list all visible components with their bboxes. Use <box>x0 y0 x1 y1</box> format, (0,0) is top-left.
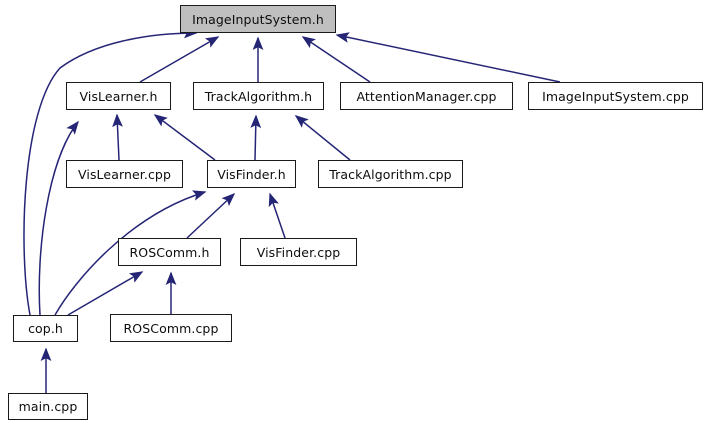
node-visfinder-h[interactable]: VisFinder.h <box>207 160 296 188</box>
node-trackalgorithm-cpp[interactable]: TrackAlgorithm.cpp <box>318 160 463 188</box>
node-attentionmanager-cpp[interactable]: AttentionManager.cpp <box>340 82 513 110</box>
edge-vislearner-cpp-to-vislearner-h <box>112 113 123 161</box>
node-label: AttentionManager.cpp <box>356 88 497 104</box>
edge-visfinder-h-to-vislearner-h <box>153 114 216 161</box>
edge-cop-h-to-vislearner-h <box>38 120 79 316</box>
node-imageinputsystem-cpp[interactable]: ImageInputSystem.cpp <box>528 82 703 110</box>
edge-cop-h-to-visfinder-h <box>54 190 207 316</box>
edge-visfinder-h-to-trackalgorithm-h <box>250 114 262 161</box>
edge-vislearner-h-to-imageinputsystem-h <box>139 36 220 83</box>
node-roscomm-h[interactable]: ROSComm.h <box>118 238 221 266</box>
node-label: cop.h <box>28 321 63 336</box>
node-main-cpp[interactable]: main.cpp <box>8 393 88 420</box>
edge-visfinder-cpp-to-visfinder-h <box>268 192 286 239</box>
node-label: ImageInputSystem.cpp <box>542 88 689 104</box>
node-vislearner-cpp[interactable]: VisLearner.cpp <box>66 160 183 188</box>
node-label: TrackAlgorithm.cpp <box>329 166 452 182</box>
edge-roscomm-h-to-visfinder-h <box>186 192 236 239</box>
edge-trackalgorithm-cpp-to-trackalgorithm-h <box>294 115 351 161</box>
edge-cop-h-to-imageinputsystem-h <box>23 27 198 316</box>
edge-imageinputsystem-cpp-to-imageinputsystem-h <box>335 32 561 83</box>
node-label: VisFinder.h <box>217 166 286 182</box>
node-label: VisFinder.cpp <box>256 244 341 260</box>
node-label: ROSComm.cpp <box>123 320 219 336</box>
node-label: main.cpp <box>18 399 78 414</box>
node-label: VisLearner.cpp <box>78 166 171 182</box>
node-trackalgorithm-h[interactable]: TrackAlgorithm.h <box>193 82 324 110</box>
node-visfinder-cpp[interactable]: VisFinder.cpp <box>240 238 357 266</box>
node-imageinputsystem-h[interactable]: ImageInputSystem.h <box>180 5 336 33</box>
node-label: ImageInputSystem.h <box>192 11 324 27</box>
node-roscomm-cpp[interactable]: ROSComm.cpp <box>110 314 232 342</box>
node-label: ROSComm.h <box>129 244 210 260</box>
node-cop-h[interactable]: cop.h <box>13 315 78 342</box>
node-label: VisLearner.h <box>79 88 158 104</box>
node-vislearner-h[interactable]: VisLearner.h <box>66 82 171 110</box>
node-label: TrackAlgorithm.h <box>204 88 313 104</box>
edge-attentionmanager-cpp-to-imageinputsystem-h <box>301 36 371 83</box>
edge-cop-h-to-roscomm-h <box>67 271 144 316</box>
